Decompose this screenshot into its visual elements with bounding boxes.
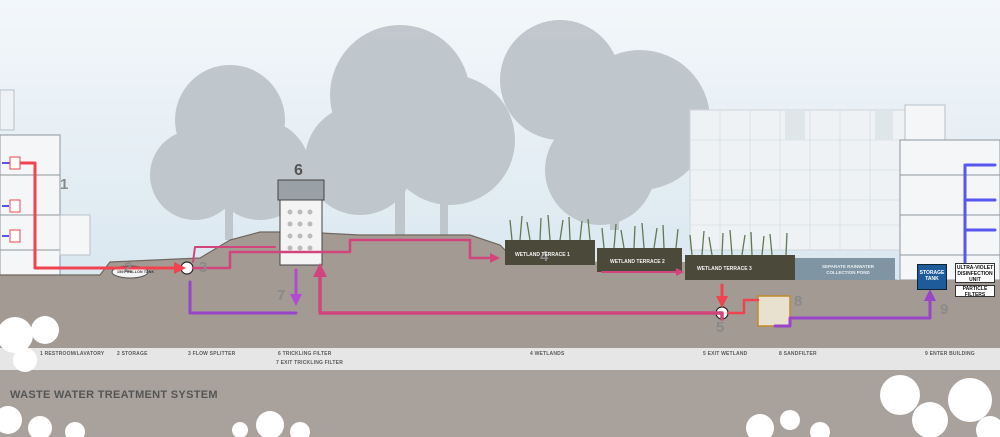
step-number-1: 1: [60, 176, 69, 193]
background-building: [689, 109, 911, 251]
step-number-6: 6: [294, 162, 303, 179]
background-trees: [150, 20, 710, 240]
stage-label-exit-trickling-filter: 7 EXIT TRICKLING FILTER: [276, 360, 344, 366]
tank-tag: 1500 GALLON TANK: [117, 270, 155, 274]
stage-label-sandfilter: 8 SANDFILTER: [779, 351, 817, 357]
wetland-terrace-3-label: WETLAND TERRACE 3: [697, 266, 752, 272]
decorative-bubbles: [0, 316, 1000, 437]
stage-label-trickling-filter: 6 TRICKLING FILTER: [278, 351, 332, 357]
page-title: WASTE WATER TREATMENT SYSTEM: [10, 389, 218, 401]
stage-label-wetlands: 4 WETLANDS: [530, 351, 565, 357]
storage-tank-box: STORAGE TANK: [917, 264, 947, 290]
lower-ground: [0, 370, 1000, 437]
stage-label-flow-splitter: 3 FLOW SPLITTER: [188, 351, 236, 357]
step-number-9: 9: [940, 301, 949, 318]
sandfilter-box: [757, 295, 791, 327]
particle-filters-box: PARTICLE FILTERS: [955, 285, 995, 298]
walkway: [0, 348, 1000, 370]
flow-splitter-node: [180, 261, 194, 275]
step-number-8: 8: [794, 293, 803, 310]
stage-label-enter-building: 9 ENTER BUILDING: [925, 351, 975, 357]
ground-section: [0, 232, 1000, 348]
step-number-4: 4: [540, 248, 549, 265]
pond-label: SEPARATE RAINWATER COLLECTION POND: [821, 264, 874, 275]
step-number-3: 3: [199, 259, 208, 276]
restroom-fixtures: [2, 156, 21, 243]
wetland-terrace-1-label: WETLAND TERRACE 1: [515, 252, 570, 258]
stage-label-storage: 2 STORAGE: [117, 351, 148, 357]
trickling-filter: [277, 179, 325, 266]
wetland-terraces: [505, 214, 895, 280]
step-number-5: 5: [716, 319, 725, 336]
step-number-7: 7: [277, 287, 286, 304]
stage-label-exit-wetland: 5 EXIT WETLAND: [703, 351, 748, 357]
uv-unit-box: ULTRA-VIOLET DISINFECTION UNIT: [955, 263, 995, 283]
step-number-2: 2: [124, 259, 133, 276]
flow-paths: [8, 161, 997, 328]
wetland-terrace-2-label: WETLAND TERRACE 2: [610, 259, 665, 265]
right-building: [899, 104, 1000, 281]
stage-label-restroom: 1 RESTROOM/LAVATORY: [40, 351, 105, 357]
